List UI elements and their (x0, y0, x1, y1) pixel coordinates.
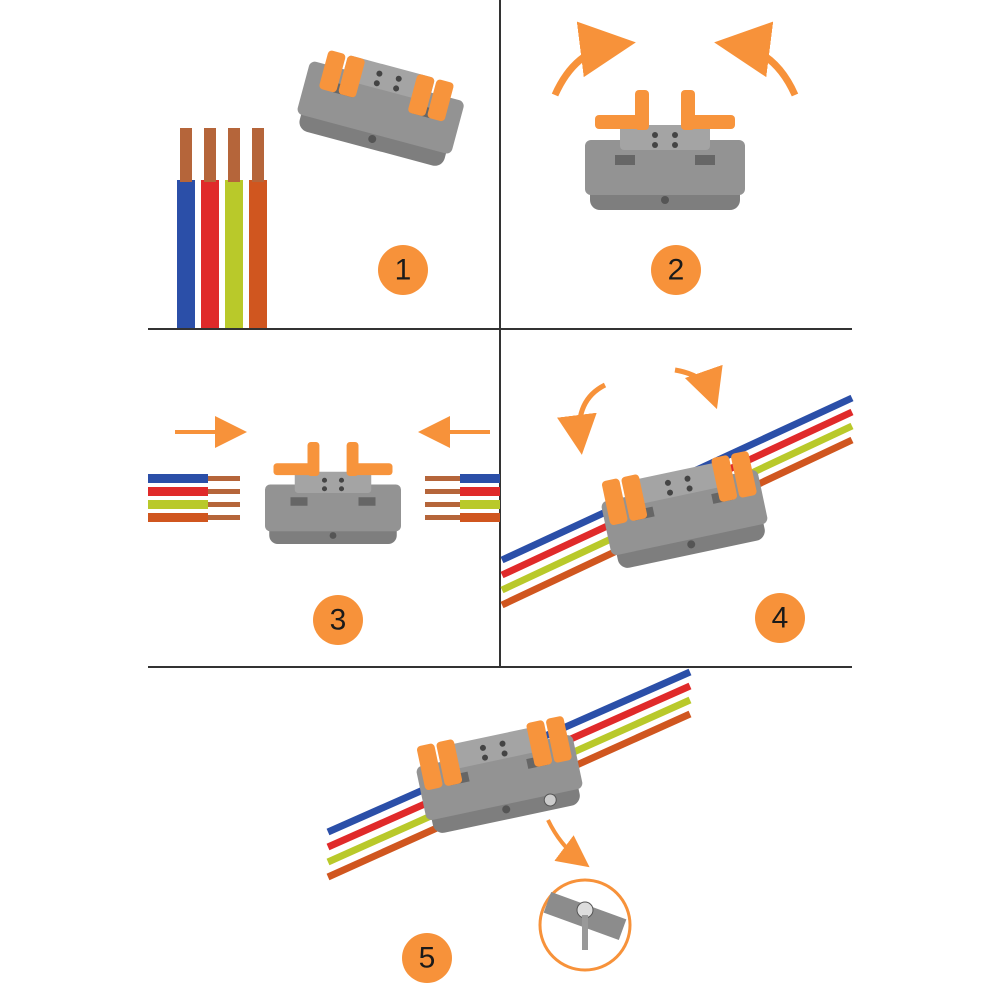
step-badge (651, 245, 701, 295)
wires-right (425, 474, 500, 522)
panel-step-1: 1 (177, 45, 469, 328)
panel-step-4: 4 (500, 364, 854, 643)
panel-step-2: 2 (551, 21, 799, 295)
screw-detail-inset (538, 878, 632, 972)
step-badge (313, 595, 363, 645)
connector-mounted (412, 716, 587, 836)
step-badge (755, 593, 805, 643)
step-badge (378, 245, 428, 295)
step-number: 3 (330, 604, 347, 637)
panel-step-3: 3 (148, 416, 500, 645)
curved-arrow-icon (674, 364, 723, 410)
panel-step-5: 5 (326, 668, 692, 983)
curved-arrow-icon (557, 382, 607, 455)
curved-arrow-icon (714, 21, 799, 97)
curved-arrow-icon (551, 21, 636, 97)
wires-left (148, 474, 240, 522)
connector-closed (292, 45, 469, 170)
step-number: 2 (668, 254, 685, 287)
connector-closed (597, 451, 772, 571)
curved-arrow-icon (546, 819, 590, 868)
step-number: 4 (772, 602, 789, 635)
step-badge (402, 933, 452, 983)
connector-open (585, 90, 745, 210)
connector-open (265, 442, 401, 544)
screw-icon (543, 793, 557, 807)
wires-vertical (177, 128, 267, 328)
step-number: 1 (395, 254, 412, 287)
panel-dividers (148, 0, 852, 668)
step-number: 5 (419, 942, 436, 975)
